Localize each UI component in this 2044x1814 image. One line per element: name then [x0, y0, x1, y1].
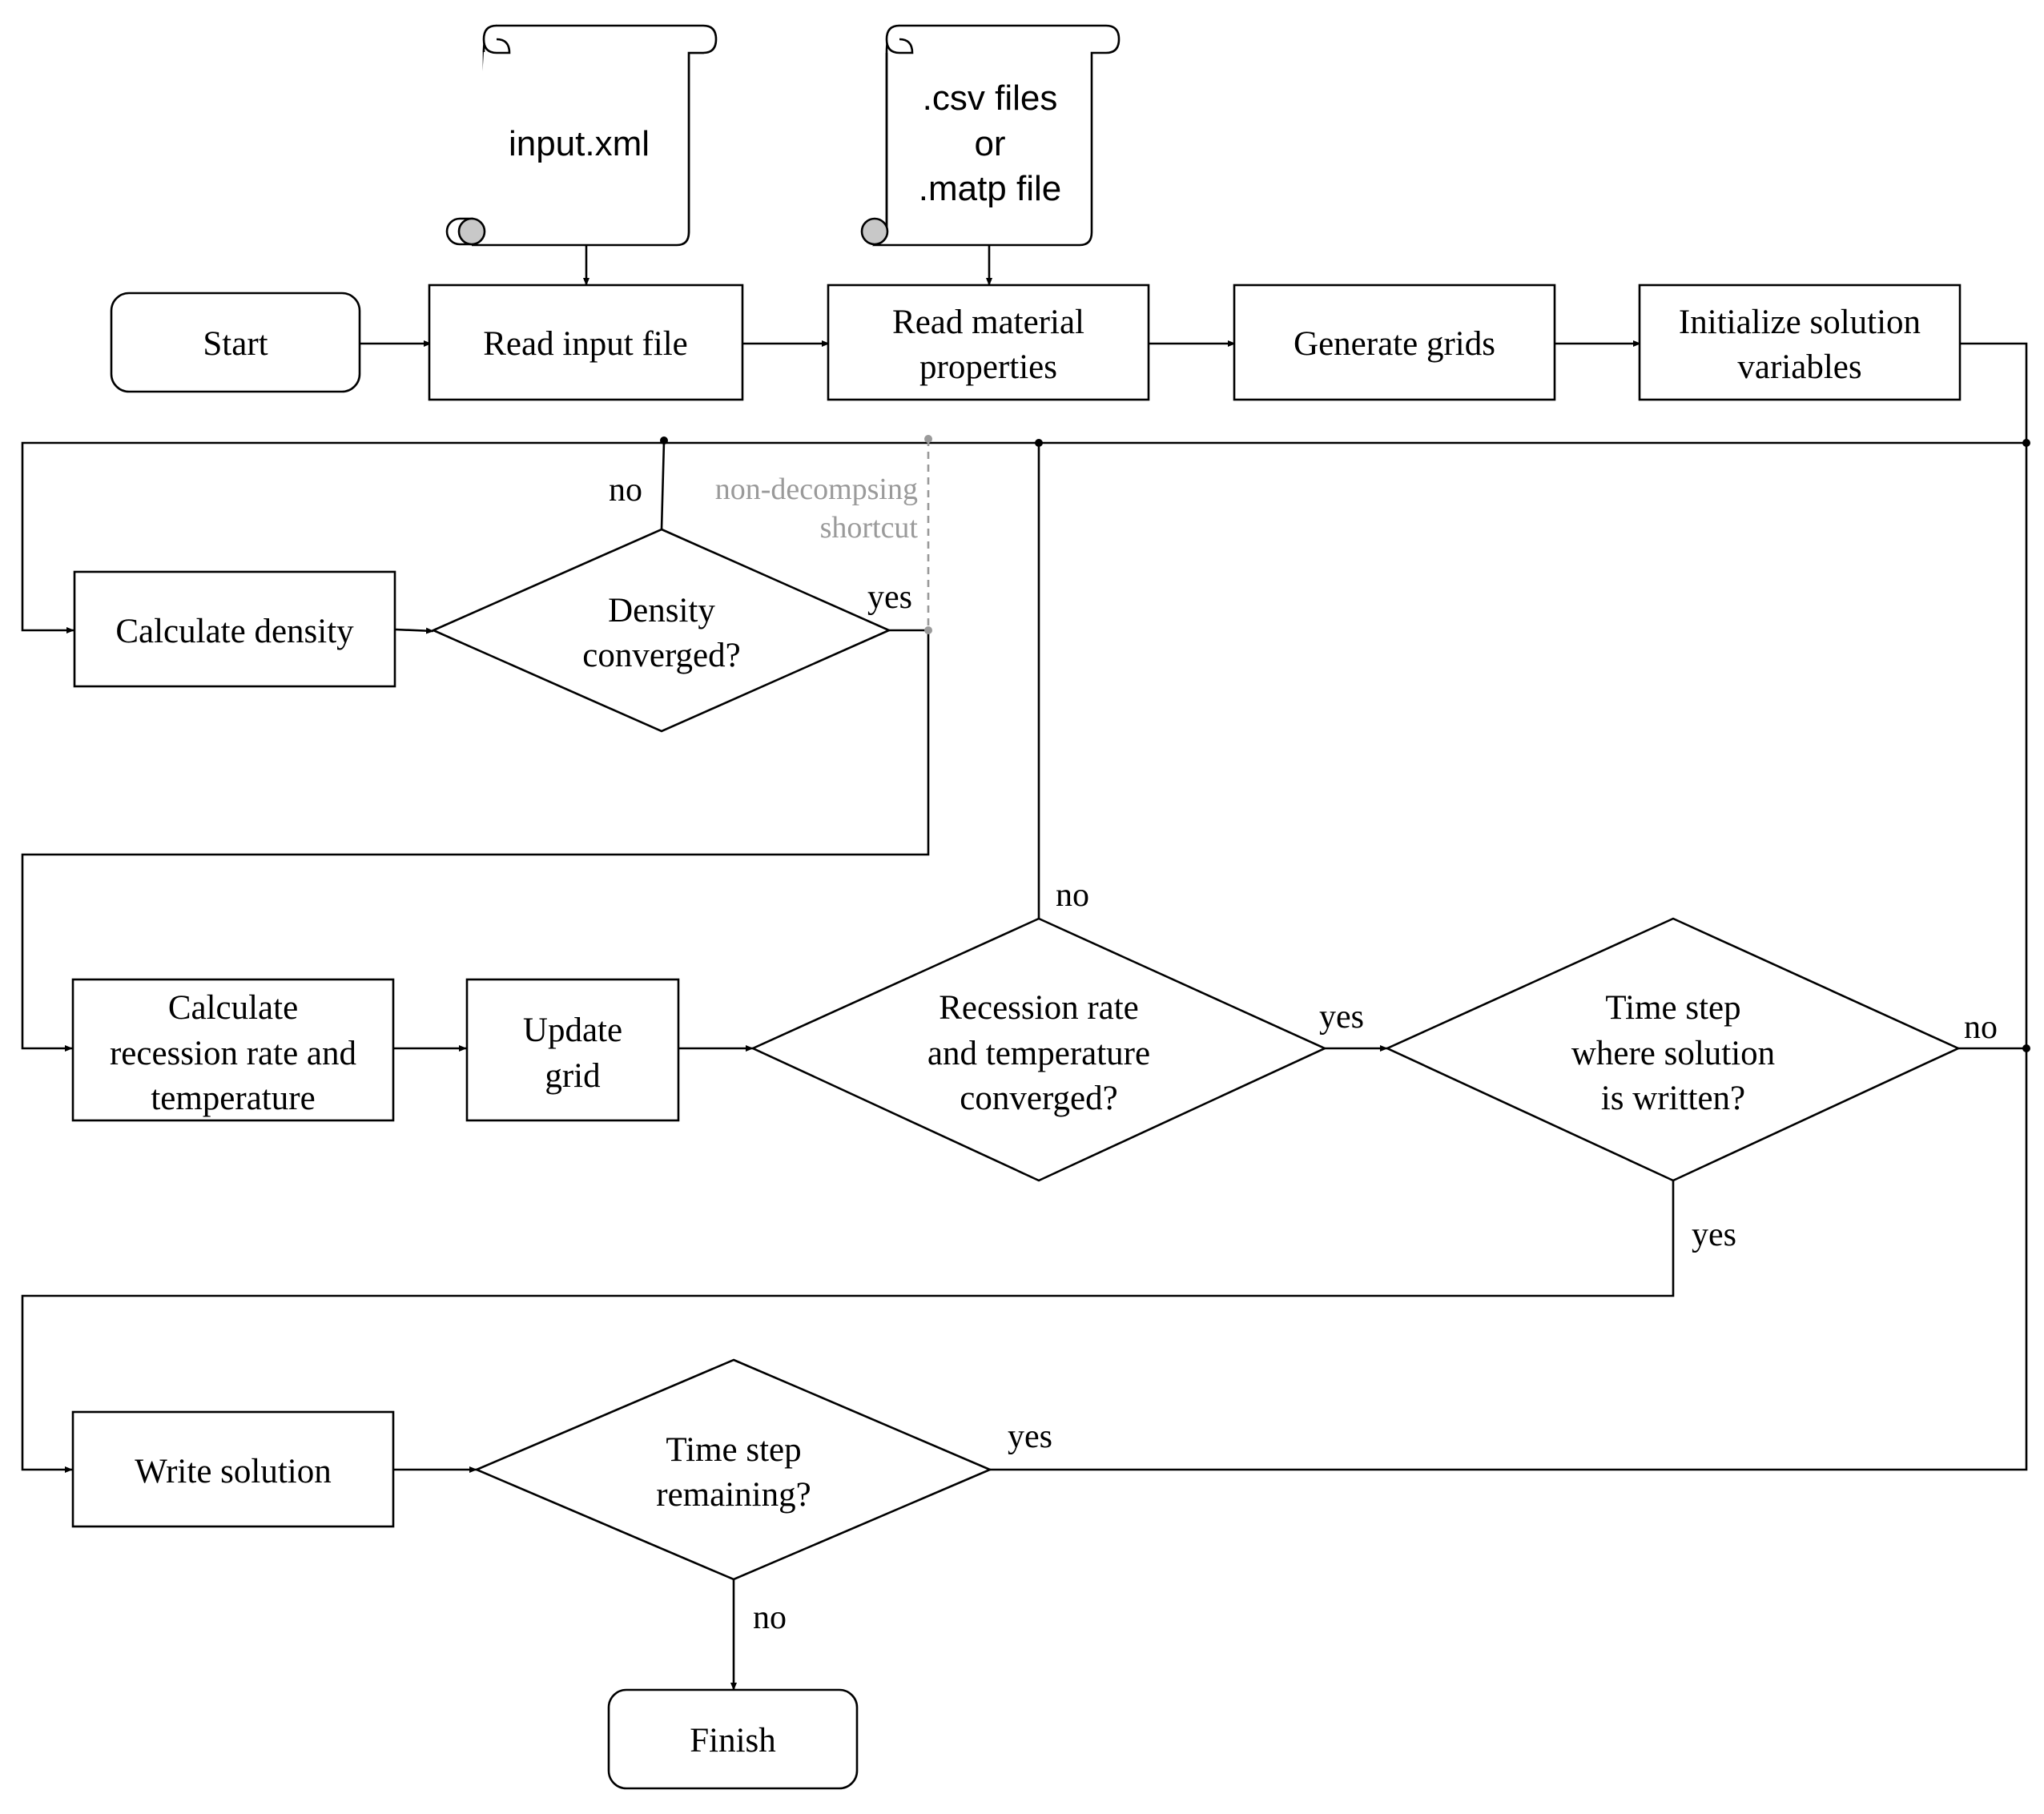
init-solution-label-1: Initialize solution	[1679, 304, 1921, 341]
calc-density-label: Calculate density	[115, 613, 354, 650]
write-solution-label: Write solution	[135, 1453, 332, 1490]
read-material-label-1: Read material	[892, 304, 1084, 341]
finish-label: Finish	[690, 1722, 776, 1760]
time-step-written-label-1: Time step	[1605, 989, 1740, 1027]
written-yes-label: yes	[1692, 1217, 1736, 1253]
calc-density-node: Calculate density	[73, 570, 396, 688]
recession-converged-decision: Recession rate and temperature converged…	[750, 917, 1328, 1182]
density-converged-decision: Density converged?	[430, 528, 892, 733]
material-files-line-1: .csv files	[923, 78, 1058, 118]
update-grid-node: Update grid	[465, 978, 680, 1122]
recession-no-label: no	[1056, 877, 1089, 914]
time-step-remaining-label-1: Time step	[666, 1431, 801, 1469]
generate-grids-label: Generate grids	[1294, 325, 1495, 363]
calc-recession-label-1: Calculate	[168, 989, 298, 1027]
update-grid-label-1: Update	[523, 1012, 622, 1049]
init-solution-label-2: variables	[1737, 348, 1861, 386]
write-solution-node: Write solution	[71, 1410, 395, 1528]
recession-converged-label-1: Recession rate	[939, 989, 1139, 1027]
generate-grids-node: Generate grids	[1233, 284, 1556, 401]
remaining-yes-label: yes	[1008, 1418, 1052, 1455]
material-files-line-2: or	[974, 124, 1005, 163]
shortcut-annotation: non-decompsing shortcut	[715, 473, 919, 545]
calc-recession-node: Calculate recession rate and temperature	[71, 978, 395, 1122]
material-files-line-3: .matp file	[919, 169, 1062, 208]
read-material-node: Read material properties	[827, 284, 1150, 401]
density-no-label: no	[609, 472, 642, 509]
time-step-remaining-label-2: remaining?	[656, 1476, 811, 1514]
input-xml-document: input.xml	[445, 24, 718, 247]
recession-converged-label-3: converged?	[960, 1080, 1117, 1117]
calc-recession-label-2: recession rate and	[110, 1035, 356, 1072]
start-node: Start	[110, 292, 361, 393]
shortcut-note-line-2: shortcut	[820, 511, 919, 545]
time-step-remaining-decision: Time step remaining?	[473, 1358, 993, 1581]
time-step-written-decision: Time step where solution is written?	[1384, 917, 1962, 1182]
remaining-no-label: no	[753, 1599, 787, 1636]
read-material-label-2: properties	[919, 348, 1057, 386]
read-input-node: Read input file	[428, 284, 744, 401]
time-step-written-label-3: is written?	[1601, 1080, 1745, 1117]
edge-labels: no yes no yes no yes yes no	[609, 472, 1998, 1636]
init-solution-node: Initialize solution variables	[1638, 284, 1962, 401]
input-xml-text: input.xml	[509, 124, 650, 163]
density-yes-label: yes	[867, 579, 912, 616]
density-converged-label-1: Density	[608, 592, 715, 629]
material-files-document: .csv files or .matp file	[860, 24, 1121, 247]
time-step-written-label-2: where solution	[1571, 1035, 1775, 1072]
finish-node: Finish	[607, 1688, 859, 1790]
density-converged-label-2: converged?	[582, 637, 740, 674]
shortcut-note-line-1: non-decompsing	[715, 473, 918, 506]
start-label: Start	[203, 325, 268, 363]
read-input-label: Read input file	[483, 325, 688, 363]
calc-recession-label-3: temperature	[151, 1080, 315, 1117]
recession-yes-label: yes	[1319, 999, 1364, 1036]
connectors	[21, 245, 2030, 1691]
recession-converged-label-2: and temperature	[927, 1035, 1150, 1072]
written-no-label: no	[1964, 1009, 1998, 1046]
update-grid-label-2: grid	[545, 1057, 600, 1095]
